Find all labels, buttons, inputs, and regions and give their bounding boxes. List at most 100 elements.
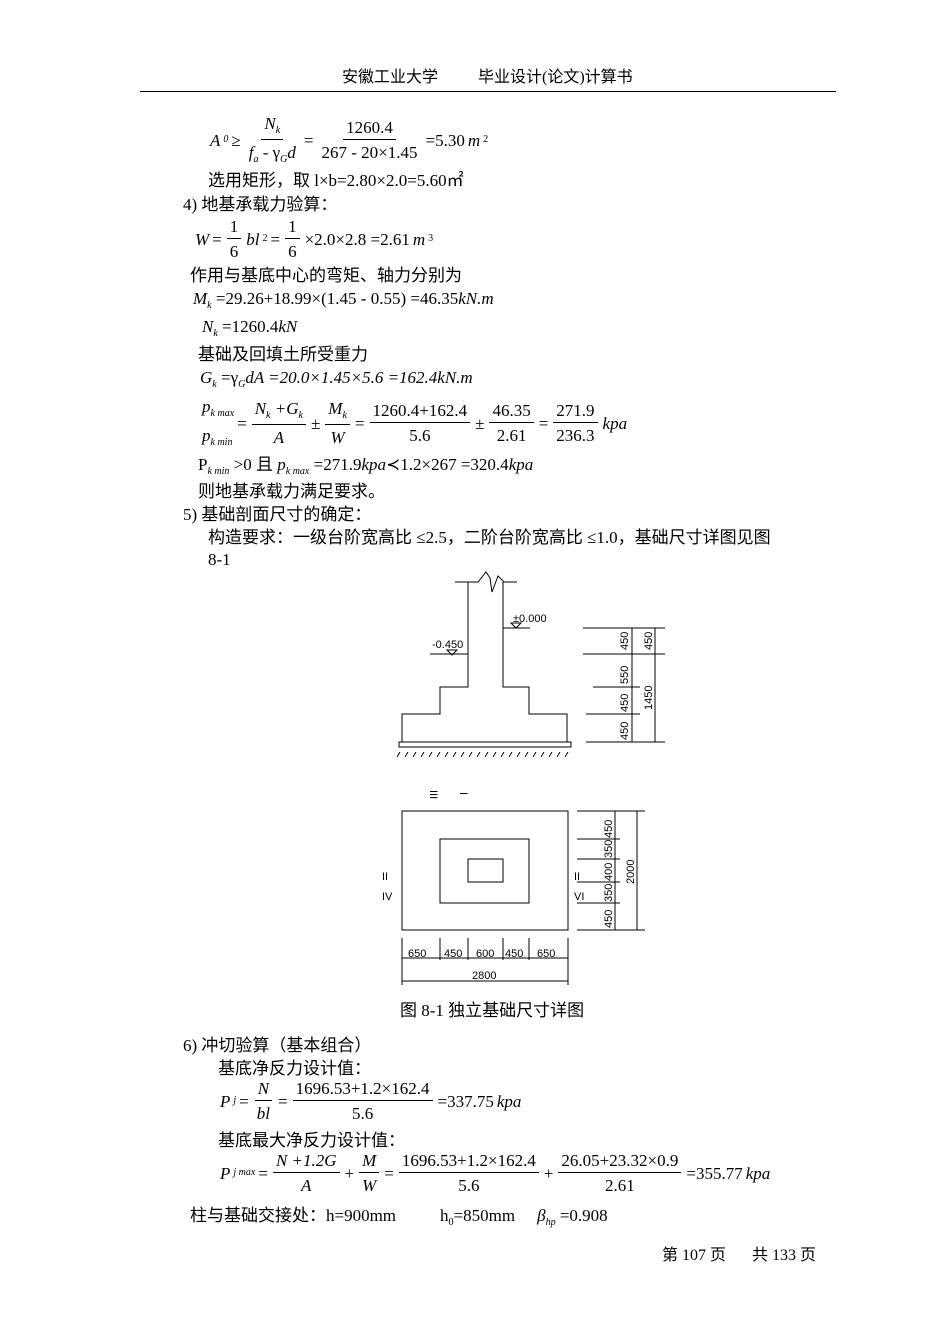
t: 5.6 <box>409 426 431 445</box>
t: 0 <box>448 1217 454 1228</box>
t: = <box>270 229 281 249</box>
t: = <box>384 1163 394 1183</box>
t: h <box>440 1206 449 1225</box>
t: 5.6 <box>458 1176 480 1195</box>
t: P <box>220 1163 231 1183</box>
ok-text: 则地基承载力满足要求。 <box>198 482 385 501</box>
t: β <box>537 1206 546 1225</box>
section-mark: I <box>457 792 469 795</box>
t: W <box>330 428 345 447</box>
t: 2.61 <box>605 1176 635 1195</box>
dimension-label: 350 <box>603 840 615 858</box>
formula-pkmin: Pk min >0 且 pk max =271.9kpa≺1.2×267 =32… <box>198 456 533 477</box>
t: P <box>220 1091 231 1111</box>
t: k min <box>207 466 230 477</box>
gravity-text: 基础及回填土所受重力 <box>198 345 368 364</box>
t: 267 - 20×1.45 <box>321 143 418 162</box>
t: M <box>359 1152 380 1173</box>
t: 2 <box>483 134 489 145</box>
t: 6 <box>288 242 297 261</box>
dimension-label: 350 <box>603 884 615 902</box>
t: k <box>266 410 271 421</box>
t: k <box>213 328 218 339</box>
t: ± <box>310 413 321 433</box>
t: 0 <box>223 134 229 145</box>
dimension-label: 450 <box>619 694 631 712</box>
dimension-label: 450 <box>643 632 655 650</box>
t: M <box>193 289 208 308</box>
t: p <box>277 455 286 474</box>
t: m <box>467 130 481 150</box>
t: kN <box>278 317 298 336</box>
page-number: 第 107 页 <box>662 1247 727 1264</box>
t: A <box>273 428 285 447</box>
dimension-label: 550 <box>619 666 631 684</box>
section-mark: VI <box>574 891 584 903</box>
dimension-label: 650 <box>408 948 426 960</box>
t: k <box>342 410 347 421</box>
t: >0 且 <box>233 455 278 474</box>
t: j <box>233 1095 237 1106</box>
dimension-label: 450 <box>603 820 615 838</box>
section-drawing: ±0.000 -0.450 450 550 450 450 450 1450 <box>396 571 665 758</box>
t: kpa <box>496 1091 522 1111</box>
t: ± <box>475 413 485 433</box>
t: = <box>538 413 549 433</box>
t: k <box>298 410 303 421</box>
t: P <box>198 455 208 474</box>
t: = <box>239 1091 249 1111</box>
t: kN.m <box>437 368 473 387</box>
t: W <box>195 229 210 249</box>
section-mark: IV <box>382 891 393 903</box>
t: = <box>212 229 222 249</box>
dimension-label: 450 <box>603 910 615 928</box>
t: =0.908 <box>559 1206 608 1225</box>
header-doc-title: 毕业设计(论文)计算书 <box>478 69 633 86</box>
section-6-heading: 6) 冲切验算（基本组合） <box>183 1036 372 1055</box>
select-text: 选用矩形，取 l×b=2.80×2.0=5.60㎡ <box>208 171 464 190</box>
header-school: 安徽工业大学 <box>342 69 439 86</box>
dimension-label: 2800 <box>472 970 496 982</box>
t: 柱与基础交接处：h=900mm <box>190 1206 397 1225</box>
section-5-heading: 5) 基础剖面尺寸的确定： <box>183 505 372 524</box>
dimension-label: 400 <box>603 863 615 881</box>
dimension-label: 600 <box>476 948 494 960</box>
t: m <box>412 229 426 249</box>
requirement-text: 构造要求：一级台阶宽高比 ≤2.5，二阶台阶宽高比 ≤1.0，基础尺寸详图见图 <box>208 528 771 547</box>
t: G <box>200 368 213 387</box>
t: =γ <box>220 368 239 387</box>
t: 1696.53+1.2×162.4 <box>398 1152 539 1173</box>
header-rule <box>140 91 836 92</box>
t: k <box>207 300 212 311</box>
t: A <box>301 1176 312 1195</box>
net-reaction-text: 基底净反力设计值： <box>218 1059 371 1078</box>
dimension-label: 450 <box>619 632 631 650</box>
t: k max <box>210 408 235 419</box>
t: 26.05+23.32×0.9 <box>558 1152 682 1173</box>
elevation-label: ±0.000 <box>513 613 547 625</box>
formula-gk: Gk =γGdA =20.0×1.45×5.6 =162.4kN.m <box>200 369 473 390</box>
t: N <box>254 1080 273 1101</box>
dimension-label: 2000 <box>625 860 637 884</box>
section-4-heading: 4) 地基承载力验算： <box>183 195 338 214</box>
t: j max <box>233 1167 256 1178</box>
t: + <box>543 1163 554 1183</box>
section-mark: II <box>382 871 388 883</box>
t: k <box>275 125 281 136</box>
t: N <box>202 317 214 336</box>
t: =5.30 <box>425 130 465 150</box>
t: G <box>280 154 288 165</box>
t: = <box>303 130 314 150</box>
t: = <box>258 1163 268 1183</box>
t: d <box>287 143 296 162</box>
t: 2 <box>262 233 268 244</box>
